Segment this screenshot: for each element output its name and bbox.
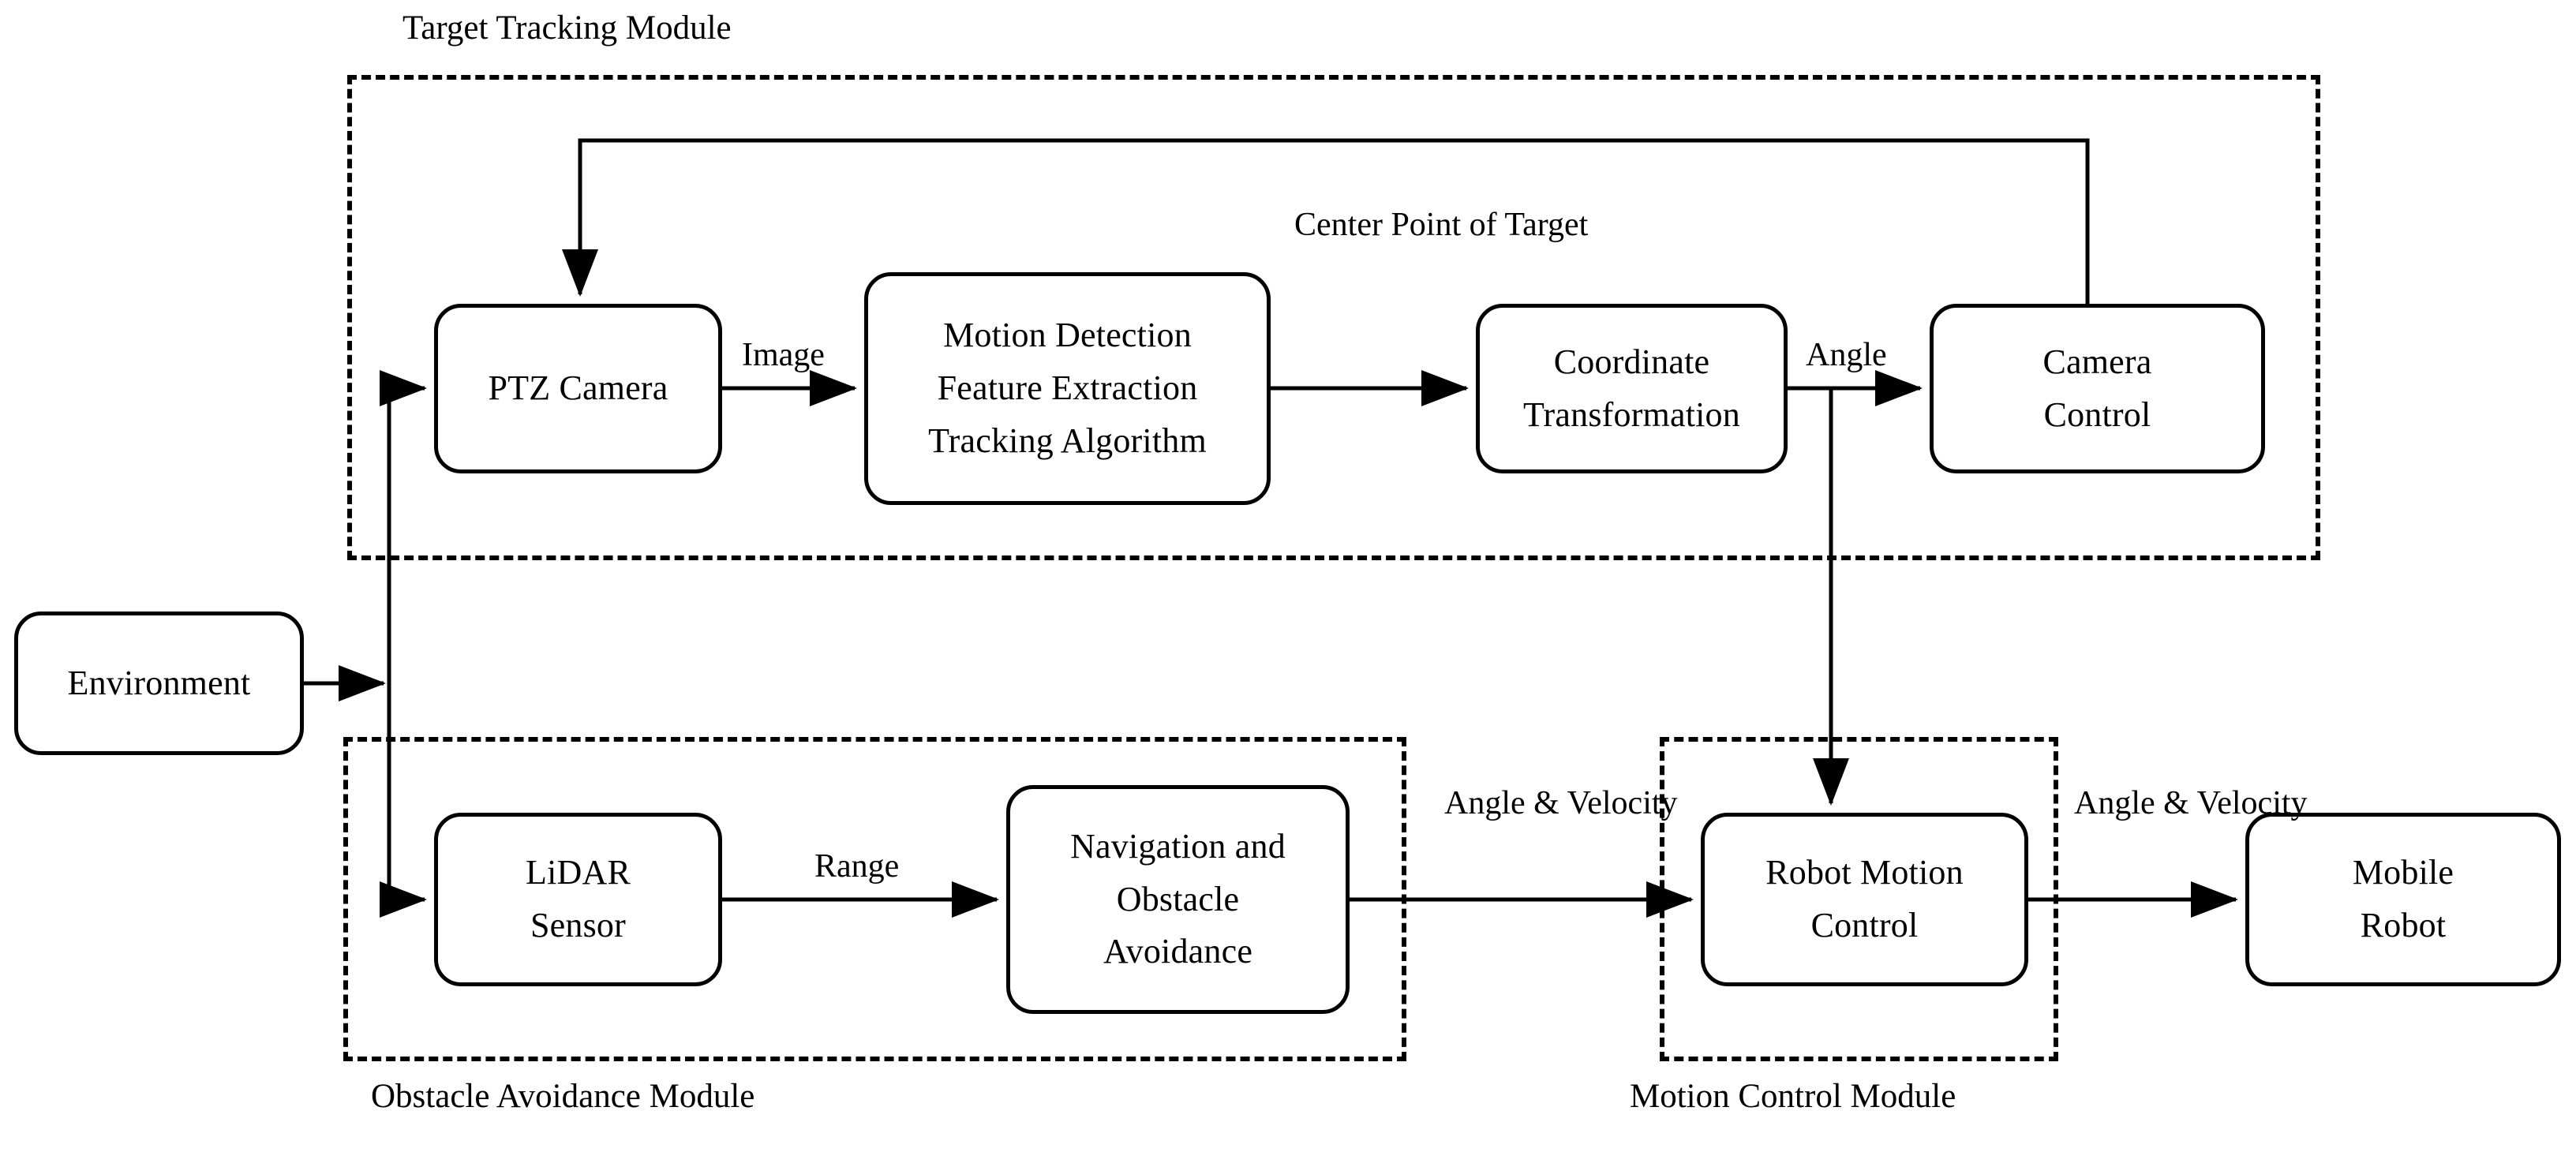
node-coordinate-transformation-line-1: Coordinate <box>1553 342 1710 381</box>
edge-label-angle-velocity-robot-line-1: Angle & <box>2074 785 2189 821</box>
module-frame-target-tracking <box>347 75 2320 560</box>
edge-label-image-line-1: Image <box>742 337 825 373</box>
edge-label-center-point-line-1: Center <box>1294 207 1383 243</box>
edge-label-angle-velocity-navigation: Angle & Velocity <box>1444 780 1678 827</box>
edge-label-center-point-line-3: of Target <box>1469 207 1589 243</box>
node-coordinate-transformation-line-2: Transformation <box>1523 395 1740 434</box>
edge-label-center-point-line-2: Point <box>1391 207 1462 243</box>
module-caption-target-tracking: Target Tracking Module <box>402 9 732 47</box>
node-robot-motion-control-line-1: Robot Motion <box>1765 853 1964 892</box>
node-robot-motion-control-line-2: Control <box>1810 906 1919 944</box>
node-lidar-sensor-line-1: LiDAR <box>526 853 631 892</box>
edge-label-angle-line-1: Angle <box>1806 337 1887 373</box>
edge-label-angle: Angle <box>1806 331 1887 379</box>
edge-label-range: Range <box>814 843 899 890</box>
node-motion-detection[interactable]: Motion Detection Feature Extraction Trac… <box>864 272 1271 505</box>
edge-label-angle-velocity-robot-line-2: Velocity <box>2196 785 2308 821</box>
edge-label-angle-velocity-nav-line-2: Velocity <box>1567 785 1678 821</box>
node-mobile-robot[interactable]: Mobile Robot <box>2245 813 2561 986</box>
node-environment[interactable]: Environment <box>14 612 304 755</box>
node-lidar-sensor-line-2: Sensor <box>530 906 626 944</box>
node-camera-control[interactable]: Camera Control <box>1930 304 2265 473</box>
node-camera-control-line-1: Camera <box>2042 342 2152 381</box>
node-navigation-line-2: Obstacle <box>1116 879 1240 918</box>
module-caption-motion-control: Motion Control Module <box>1630 1078 1956 1116</box>
node-lidar-sensor[interactable]: LiDAR Sensor <box>434 813 722 986</box>
node-navigation-line-3: Avoidance <box>1103 932 1253 971</box>
edge-label-image: Image <box>742 331 825 379</box>
node-camera-control-line-2: Control <box>2043 395 2151 434</box>
edge-label-angle-velocity-robot: Angle & Velocity <box>2074 780 2308 827</box>
edge-label-angle-velocity-nav-line-1: Angle & <box>1444 785 1559 821</box>
node-motion-detection-line-1: Motion Detection <box>943 316 1192 355</box>
node-robot-motion-control[interactable]: Robot Motion Control <box>1701 813 2028 986</box>
module-caption-obstacle-avoidance: Obstacle Avoidance Module <box>371 1078 755 1116</box>
edge-label-range-line-1: Range <box>814 848 900 885</box>
edge-label-center-point-of-target: Center Point of Target <box>1294 201 1588 249</box>
node-mobile-robot-line-1: Mobile <box>2352 853 2454 892</box>
node-environment-line-1: Environment <box>67 663 251 702</box>
node-coordinate-transformation[interactable]: Coordinate Transformation <box>1476 304 1788 473</box>
node-ptz-camera[interactable]: PTZ Camera <box>434 304 722 473</box>
node-motion-detection-line-3: Tracking Algorithm <box>928 421 1207 460</box>
node-ptz-camera-line-1: PTZ Camera <box>488 368 668 408</box>
node-navigation-line-1: Navigation and <box>1070 826 1286 866</box>
node-motion-detection-line-2: Feature Extraction <box>937 368 1198 408</box>
node-navigation-obstacle-avoidance[interactable]: Navigation and Obstacle Avoidance <box>1006 785 1350 1014</box>
node-mobile-robot-line-2: Robot <box>2360 906 2447 944</box>
